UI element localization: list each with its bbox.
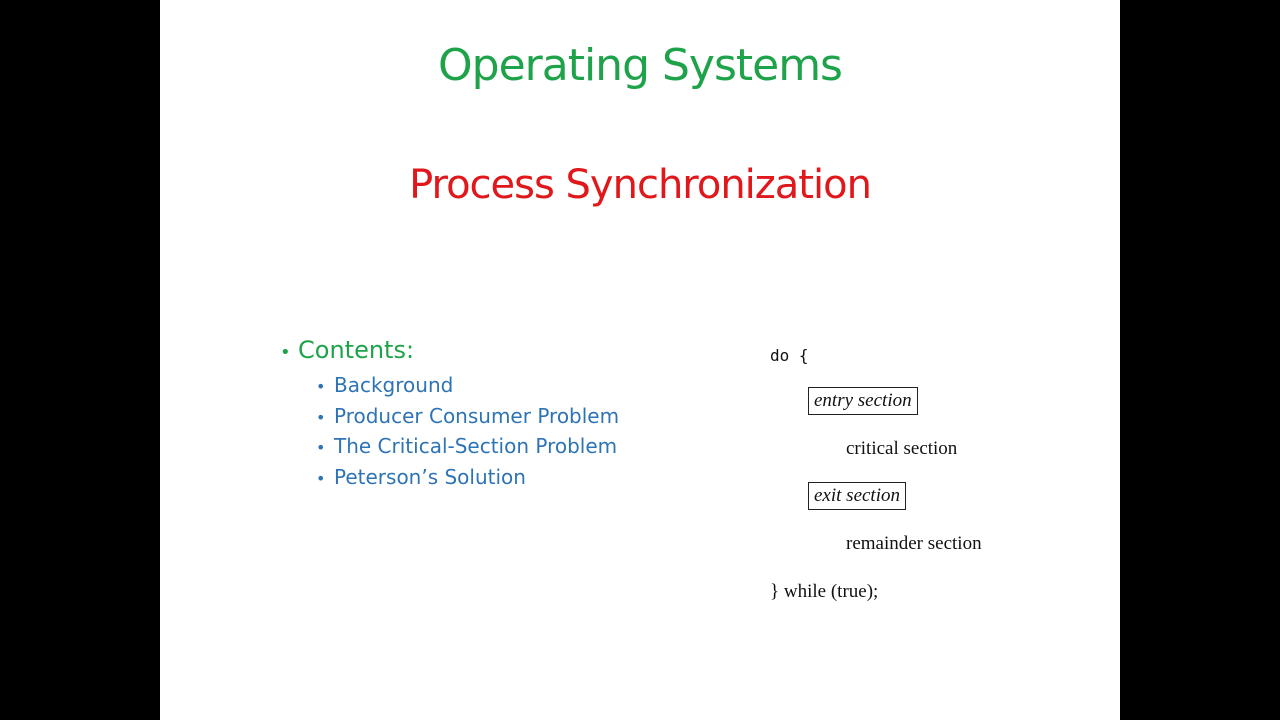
code-do-line: do { — [770, 346, 809, 365]
list-item: • Peterson’s Solution — [316, 462, 619, 493]
bullet-icon: • — [316, 438, 326, 457]
list-item-label: Producer Consumer Problem — [334, 403, 620, 428]
bullet-icon: • — [316, 377, 326, 396]
critical-section-code-figure: do { entry section critical section exit… — [768, 340, 1068, 620]
slide-subtitle: Process Synchronization — [409, 162, 872, 208]
contents-list: • Contents: • Background • Producer Consume… — [280, 334, 619, 492]
code-remainder-section: remainder section — [846, 533, 982, 554]
bullet-icon: • — [280, 342, 291, 363]
code-exit-section: exit section — [808, 482, 906, 510]
list-item: • Producer Consumer Problem — [316, 401, 619, 432]
bullet-icon: • — [316, 407, 326, 427]
list-item-label: Background — [334, 373, 454, 397]
list-item: • Background — [316, 370, 619, 401]
slide-title: Operating Systems — [438, 40, 843, 91]
exit-section-box: exit section — [808, 482, 906, 510]
code-entry-section: entry section — [808, 387, 918, 415]
entry-section-box: entry section — [808, 387, 918, 415]
contents-heading: Contents: — [298, 336, 415, 364]
contents-heading-row: • Contents: — [280, 334, 619, 370]
list-item-label: Peterson’s Solution — [334, 464, 526, 489]
code-critical-section: critical section — [846, 438, 958, 459]
slide: Operating Systems Process Synchronizatio… — [160, 0, 1120, 720]
code-while-line: } while (true); — [770, 581, 879, 602]
list-item-label: The Critical-Section Problem — [334, 434, 618, 458]
list-item: • The Critical-Section Problem — [316, 431, 619, 462]
bullet-icon: • — [316, 468, 326, 488]
contents-items: • Background • Producer Consumer Problem •… — [280, 370, 619, 492]
